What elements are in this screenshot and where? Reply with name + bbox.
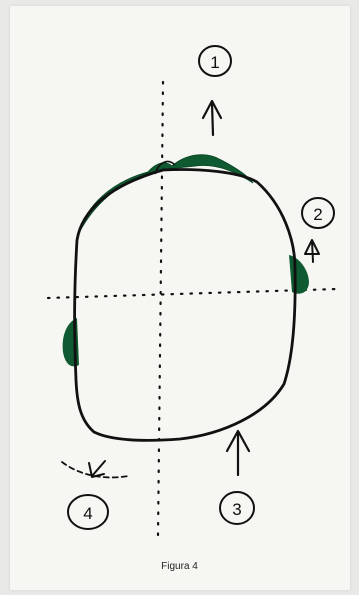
hair-shape bbox=[77, 154, 254, 236]
marker-1-circle bbox=[198, 45, 232, 77]
arrow-up-3-icon bbox=[225, 429, 251, 477]
right-ear-shape bbox=[289, 255, 309, 294]
horizontal-axis bbox=[46, 287, 340, 300]
vertical-axis bbox=[156, 80, 165, 537]
hair-tuft bbox=[154, 160, 176, 175]
marker-2-label: 2 bbox=[313, 205, 322, 224]
arrow-up-1-icon bbox=[201, 99, 223, 137]
arrow-up-2-icon bbox=[304, 239, 320, 263]
head-outline bbox=[73, 168, 297, 442]
marker-3-label: 3 bbox=[232, 500, 241, 519]
figure-caption: Figura 4 bbox=[161, 561, 198, 572]
arrow-diagonal-4-icon bbox=[88, 460, 106, 478]
marker-2-circle bbox=[301, 197, 335, 229]
marker-4-circle bbox=[67, 494, 109, 530]
marker-1-label: 1 bbox=[210, 53, 219, 72]
marker-4-label: 4 bbox=[83, 504, 92, 523]
dashed-arc bbox=[61, 461, 129, 479]
marker-3-circle bbox=[219, 491, 255, 525]
